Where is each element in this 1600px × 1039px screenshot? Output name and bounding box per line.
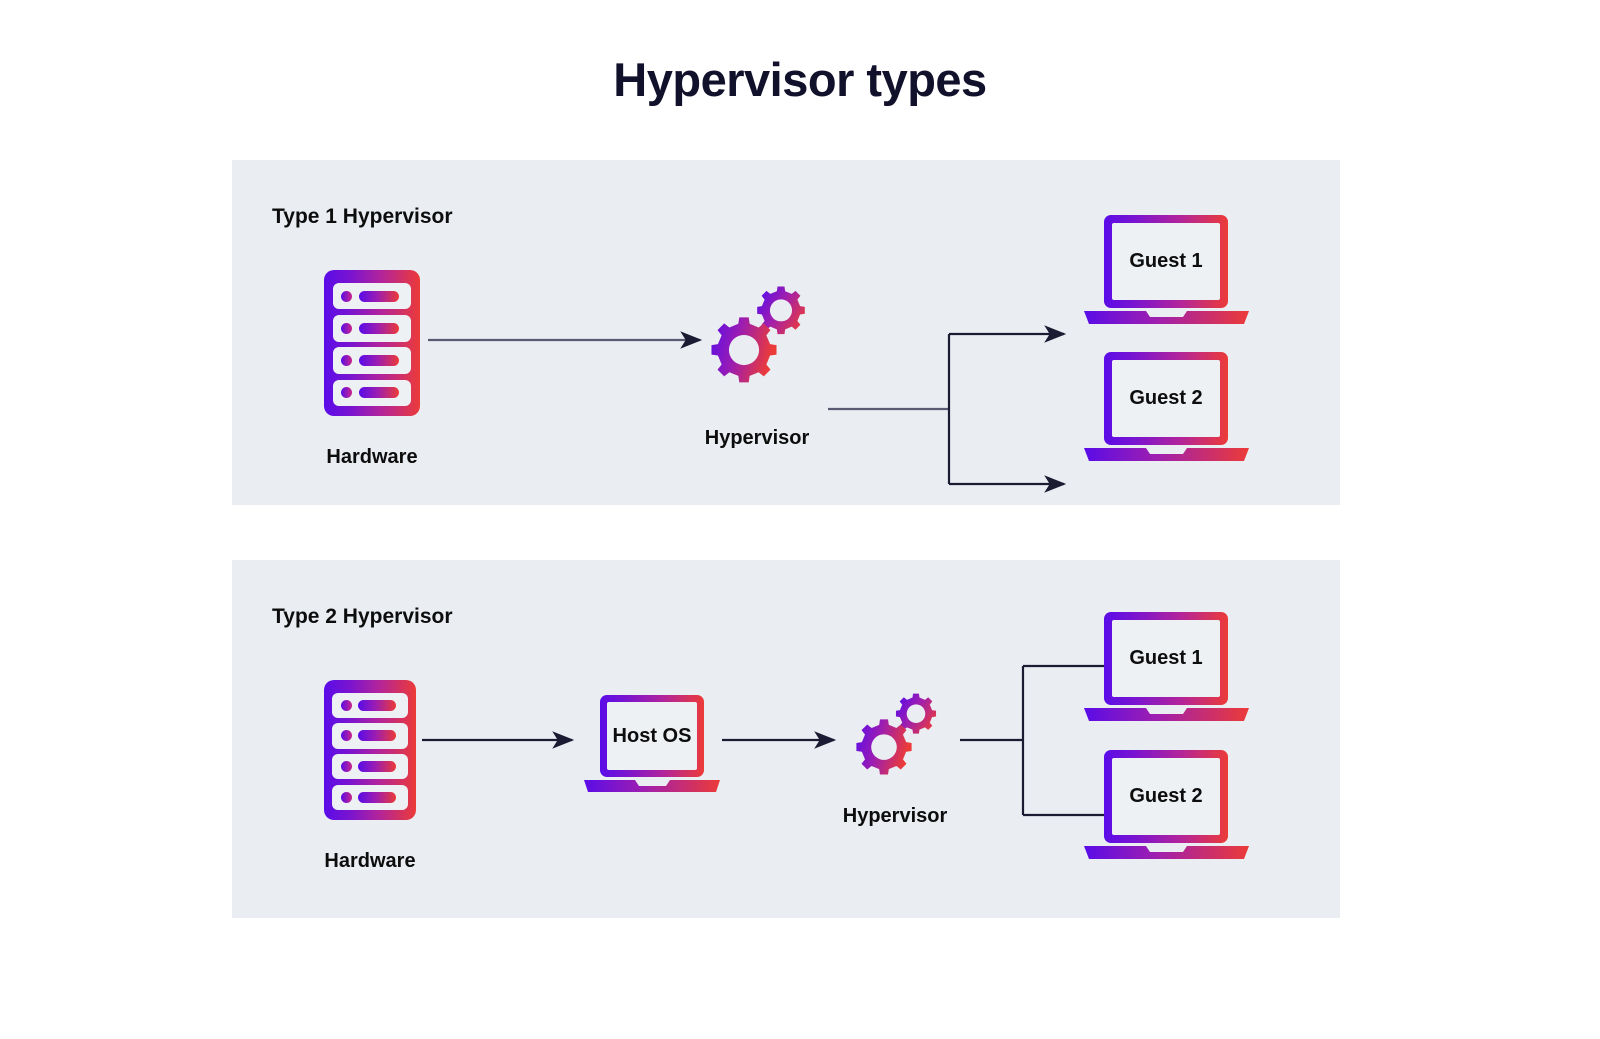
server-led-icon [341,355,353,366]
node-hardware-type-2: Hardware [324,680,416,872]
label-hypervisor-type-2: Hypervisor [842,805,948,827]
server-led-icon [340,792,352,804]
gears-icon [856,693,937,775]
label-guest-1-type-2: Guest 1 [1129,647,1203,669]
connector-host-os-to-hypervisor [722,731,837,749]
connector-hypervisor-to-guests-type-1 [828,325,1067,493]
panel-title-type-1: Type 1 Hypervisor [272,205,453,228]
page-title: Hypervisor types [613,53,987,106]
laptop-icon: Guest 1 [1084,215,1249,324]
server-led-icon [340,699,352,711]
server-led-icon [341,387,353,399]
node-guest-1-type-1: Guest 1 [1084,215,1249,324]
server-bay-bar [358,699,396,711]
server-slot [332,754,408,780]
label-hardware-type-1: Hardware [326,446,418,468]
label-hardware-type-2: Hardware [324,850,416,872]
connector-hardware-to-host-os [422,731,575,749]
laptop-screen: Guest 1 [1104,215,1228,308]
laptop-base [1084,448,1249,461]
node-hypervisor-type-1: Hypervisor [692,270,822,449]
node-guest-2-type-2: Guest 2 [1084,750,1249,859]
panel-type-1-hypervisor: Type 1 Hypervisor Hardware [232,160,1340,505]
server-bay-bar [358,792,396,804]
laptop-display [1112,223,1220,300]
laptop-base [1084,311,1249,324]
server-bay-bar [358,761,396,773]
node-guest-1-type-2: Guest 1 [1084,612,1249,721]
server-bay-bar [359,322,399,334]
connector-hardware-to-hypervisor-type-1 [428,331,703,349]
label-guest-1-type-1: Guest 1 [1129,250,1203,272]
server-slot [332,379,412,406]
panel-title-type-2: Type 2 Hypervisor [272,605,453,628]
label-guest-2-type-1: Guest 2 [1129,387,1203,409]
laptop-icon: Guest 2 [1084,352,1249,461]
label-host-os: Host OS [612,724,692,747]
server-led-icon [340,761,352,773]
laptop-display [1112,620,1220,697]
laptop-base [1084,708,1249,721]
server-bay-bar [358,730,396,742]
server-slot [332,347,412,374]
server-bay-bar [359,290,399,302]
laptop-screen: Host OS [600,695,704,777]
laptop-screen: Guest 2 [1104,750,1228,843]
node-hypervisor-type-2: Hypervisor [840,680,950,827]
server-slot [332,723,408,749]
laptop-icon: Guest 2 [1084,750,1249,859]
server-slot [332,283,412,310]
gears-icon [711,286,805,383]
server-slot [332,315,412,342]
node-host-os: Host OS [584,695,720,792]
laptop-icon: Guest 1 [1084,612,1249,721]
server-bay-bar [359,355,399,366]
label-hypervisor-type-1: Hypervisor [704,427,810,449]
node-hardware-type-1: Hardware [324,270,420,468]
panel-type-2-hypervisor: Type 2 Hypervisor Hardware [232,560,1340,918]
server-icon [324,680,416,820]
server-led-icon [341,322,353,334]
laptop-icon: Host OS [584,695,720,792]
server-slot [332,785,408,811]
laptop-display [1112,360,1220,437]
laptop-display [607,702,697,770]
server-slot [332,692,408,718]
laptop-base [1084,846,1249,859]
label-guest-2-type-2: Guest 2 [1129,785,1203,807]
server-led-icon [341,290,353,302]
node-guest-2-type-1: Guest 2 [1084,352,1249,461]
laptop-screen: Guest 1 [1104,612,1228,705]
laptop-base [584,780,720,792]
server-icon [324,270,420,416]
server-led-icon [340,730,352,742]
server-bay-bar [359,387,399,399]
laptop-screen: Guest 2 [1104,352,1228,445]
laptop-display [1112,758,1220,835]
